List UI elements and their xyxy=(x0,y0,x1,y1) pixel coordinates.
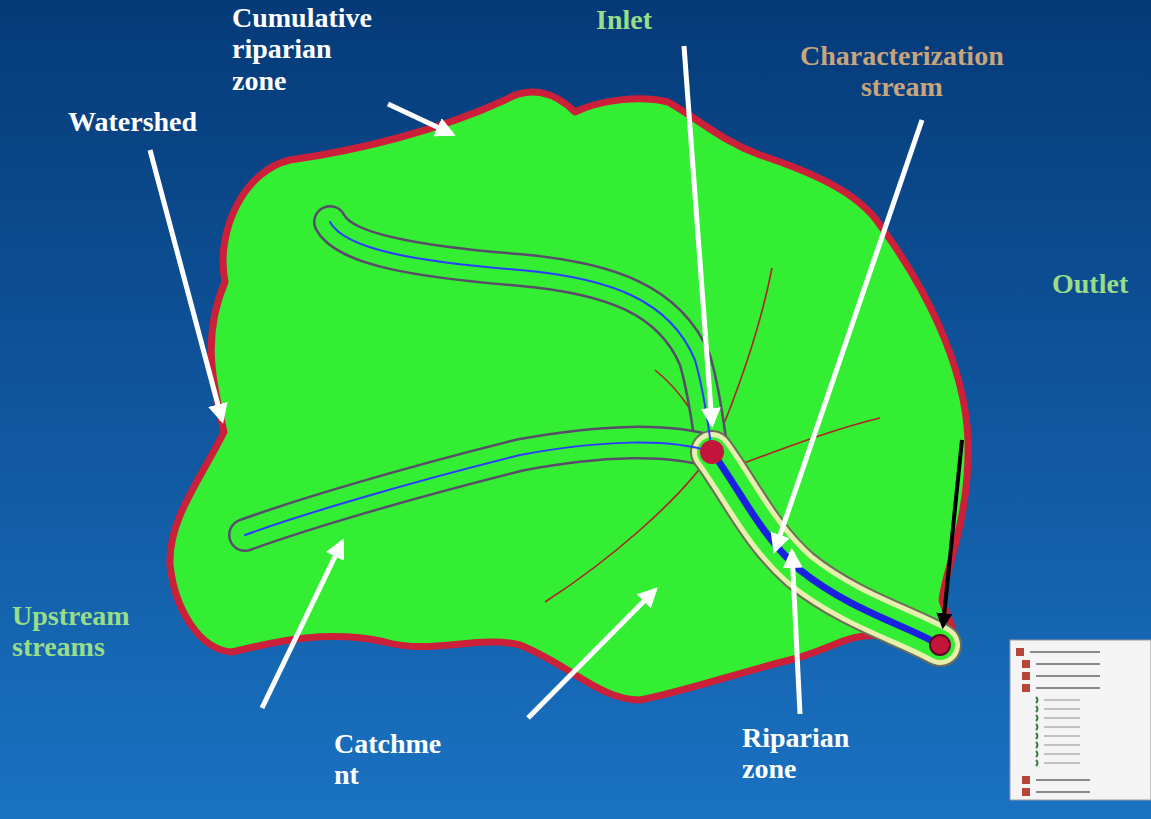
tree-icon xyxy=(1022,684,1030,692)
tree-icon xyxy=(1036,715,1038,721)
inlet-point xyxy=(700,440,724,464)
tree-icon xyxy=(1036,742,1038,748)
callout-label: Characterization stream xyxy=(800,40,1004,103)
tree-row xyxy=(1030,651,1100,653)
outlet-arrow xyxy=(943,440,962,626)
tree-icon xyxy=(1022,660,1030,668)
tree-icon xyxy=(1022,672,1030,680)
leader-arrow xyxy=(150,46,922,718)
tree-icon xyxy=(1022,788,1030,796)
tree-row xyxy=(1044,699,1080,701)
tree-row xyxy=(1044,735,1080,737)
callout-label: Inlet xyxy=(596,4,652,35)
callout-label: Watershed xyxy=(68,106,197,137)
callout-label: Outlet xyxy=(1052,268,1128,299)
tree-row xyxy=(1044,717,1080,719)
callout-label: Riparian zone xyxy=(742,722,849,785)
outlet-point xyxy=(930,635,950,655)
riparian-zone xyxy=(245,222,940,645)
tree-row xyxy=(1036,663,1100,665)
callout-label: Upstream streams xyxy=(12,600,130,663)
tree-row xyxy=(1036,791,1090,793)
tree-row xyxy=(1044,753,1080,755)
tree-icon xyxy=(1036,697,1038,703)
callout-label: Cumulative riparian zone xyxy=(232,2,372,96)
tree-icon xyxy=(1036,760,1038,766)
stream xyxy=(245,222,940,645)
tree-row xyxy=(1044,762,1080,764)
tree-icon xyxy=(1036,733,1038,739)
tree-row xyxy=(1036,779,1090,781)
tree-row xyxy=(1044,744,1080,746)
tree-icon xyxy=(1016,648,1024,656)
tree-row xyxy=(1036,687,1100,689)
tree-icon xyxy=(1036,751,1038,757)
tree-row xyxy=(1044,726,1080,728)
callout-label: Catchme nt xyxy=(334,728,441,791)
tree-row xyxy=(1044,708,1080,710)
tree-icon xyxy=(1036,706,1038,712)
tree-row xyxy=(1036,675,1100,677)
tree-icon xyxy=(1036,724,1038,730)
tree-icon xyxy=(1022,776,1030,784)
watershed-outline xyxy=(170,92,968,700)
tree-view-screenshot xyxy=(1010,640,1151,800)
